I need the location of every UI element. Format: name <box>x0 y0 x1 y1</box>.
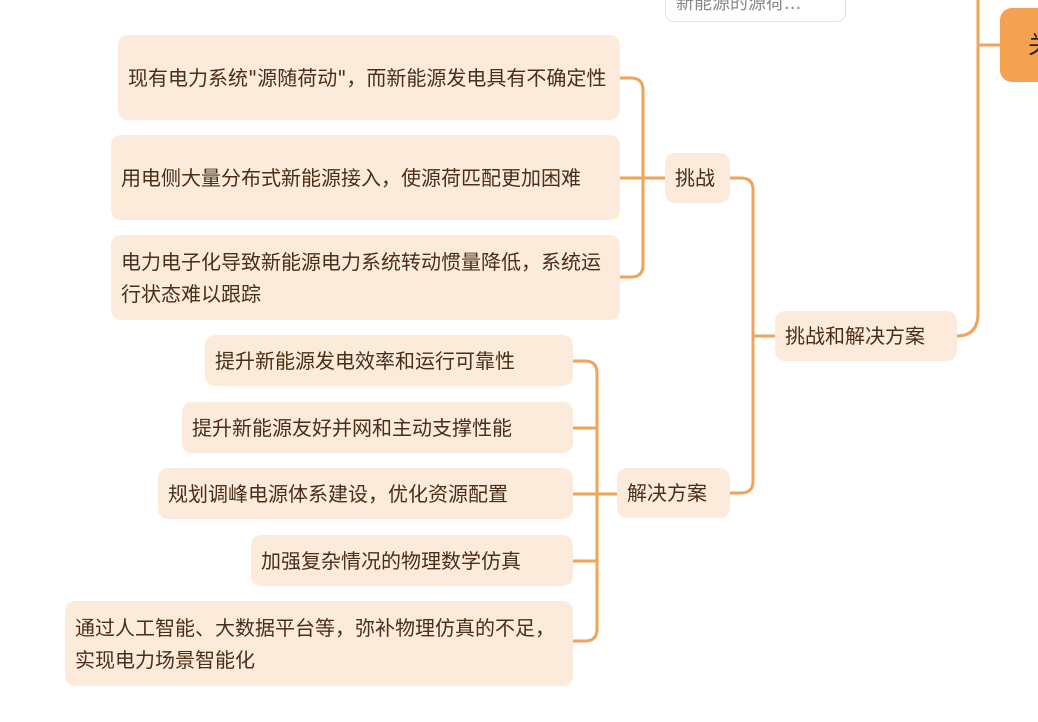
solution-item-1[interactable]: 提升新能源发电效率和运行可靠性 <box>205 335 573 386</box>
solution-item-3[interactable]: 规划调峰电源体系建设，优化资源配置 <box>158 468 573 519</box>
solution-item-4[interactable]: 加强复杂情况的物理数学仿真 <box>251 535 573 586</box>
collapsed-node[interactable]: 新能源的源荷... <box>665 0 846 22</box>
main-topic-node[interactable]: 关 <box>1000 8 1038 82</box>
challenge-item-3[interactable]: 电力电子化导致新能源电力系统转动惯量降低，系统运行状态难以跟踪 <box>111 235 620 320</box>
node-challenges[interactable]: 挑战 <box>665 153 730 203</box>
connector-branch-children <box>730 176 755 495</box>
challenge-item-1[interactable]: 现有电力系统"源随荷动"，而新能源发电具有不确定性 <box>118 35 620 120</box>
node-challenges-and-solutions[interactable]: 挑战和解决方案 <box>775 311 957 361</box>
solution-item-5[interactable]: 通过人工智能、大数据平台等，弥补物理仿真的不足，实现电力场景智能化 <box>65 601 573 686</box>
connector-root-branch <box>956 0 980 338</box>
solution-item-2[interactable]: 提升新能源友好并网和主动支撑性能 <box>182 402 573 453</box>
connector-solutions <box>573 359 617 643</box>
challenge-item-2[interactable]: 用电侧大量分布式新能源接入，使源荷匹配更加困难 <box>111 135 620 220</box>
connector-challenges <box>620 76 665 279</box>
node-solutions[interactable]: 解决方案 <box>617 468 730 518</box>
